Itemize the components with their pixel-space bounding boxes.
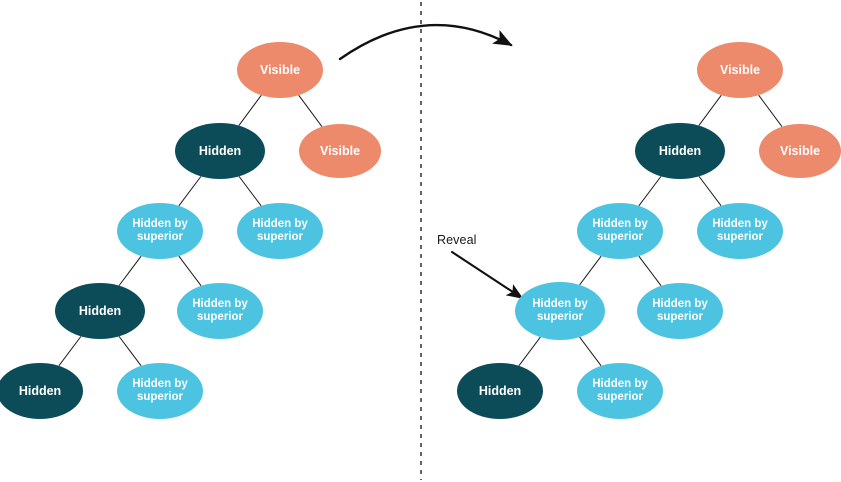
tree-node-label: Visible bbox=[779, 144, 821, 158]
tree-node-label: Hidden by superior bbox=[712, 218, 768, 243]
tree-node-hidden-by-superior[interactable]: Hidden by superior bbox=[117, 203, 203, 259]
tree-node-visible[interactable]: Visible bbox=[759, 124, 841, 178]
tree-edge bbox=[698, 176, 722, 207]
tree-node-label: Hidden bbox=[658, 144, 702, 158]
tree-node-label: Hidden bbox=[18, 384, 62, 398]
tree-edge bbox=[238, 94, 262, 126]
tree-node-hidden[interactable]: Hidden bbox=[55, 283, 145, 339]
tree-edge bbox=[238, 176, 262, 207]
tree-node-label: Visible bbox=[259, 63, 301, 77]
tree-node-label: Hidden by superior bbox=[132, 378, 188, 403]
tree-edge bbox=[579, 255, 602, 286]
tree-edge bbox=[758, 94, 783, 128]
tree-node-label: Hidden by superior bbox=[252, 218, 308, 243]
tree-edge bbox=[579, 336, 602, 367]
tree-edge bbox=[518, 336, 541, 367]
tree-node-hidden[interactable]: Hidden bbox=[457, 363, 543, 419]
tree-node-label: Hidden bbox=[478, 384, 522, 398]
tree-node-label: Visible bbox=[719, 63, 761, 77]
tree-node-hidden[interactable]: Hidden bbox=[0, 363, 83, 419]
reveal-arrow bbox=[450, 250, 524, 300]
tree-node-label: Hidden by superior bbox=[652, 298, 708, 323]
tree-node-visible[interactable]: Visible bbox=[697, 42, 783, 98]
tree-node-visible[interactable]: Visible bbox=[299, 124, 381, 178]
tree-edges bbox=[58, 94, 783, 367]
tree-edge bbox=[698, 94, 722, 126]
tree-edge bbox=[638, 255, 662, 287]
tree-edge bbox=[178, 176, 202, 207]
tree-node-hidden-by-superior[interactable]: Hidden by superior bbox=[237, 203, 323, 259]
tree-node-visible[interactable]: Visible bbox=[237, 42, 323, 98]
tree-edge bbox=[118, 255, 142, 286]
tree-node-hidden-by-superior[interactable]: Hidden by superior bbox=[515, 282, 605, 340]
tree-node-label: Hidden by superior bbox=[592, 378, 648, 403]
tree-node-label: Visible bbox=[319, 144, 361, 158]
tree-node-label: Hidden bbox=[198, 144, 242, 158]
tree-node-label: Hidden bbox=[78, 304, 122, 318]
tree-node-label: Hidden by superior bbox=[192, 298, 248, 323]
tree-node-label: Hidden by superior bbox=[532, 298, 588, 323]
transform-curved-arrow bbox=[338, 23, 513, 61]
tree-edge bbox=[58, 336, 82, 367]
tree-edge bbox=[298, 94, 323, 128]
tree-node-label: Hidden by superior bbox=[592, 218, 648, 243]
tree-node-hidden-by-superior[interactable]: Hidden by superior bbox=[637, 283, 723, 339]
tree-edge bbox=[118, 336, 142, 367]
tree-edge bbox=[178, 255, 202, 287]
tree-node-hidden-by-superior[interactable]: Hidden by superior bbox=[577, 203, 663, 259]
tree-node-hidden-by-superior[interactable]: Hidden by superior bbox=[697, 203, 783, 259]
tree-node-label: Hidden by superior bbox=[132, 218, 188, 243]
tree-node-hidden-by-superior[interactable]: Hidden by superior bbox=[577, 363, 663, 419]
reveal-annotation-label: Reveal bbox=[437, 233, 477, 247]
tree-edge bbox=[638, 176, 662, 207]
tree-node-hidden[interactable]: Hidden bbox=[175, 123, 265, 179]
tree-node-hidden-by-superior[interactable]: Hidden by superior bbox=[177, 283, 263, 339]
tree-node-hidden[interactable]: Hidden bbox=[635, 123, 725, 179]
annotation-arrows bbox=[338, 23, 524, 300]
tree-node-hidden-by-superior[interactable]: Hidden by superior bbox=[117, 363, 203, 419]
